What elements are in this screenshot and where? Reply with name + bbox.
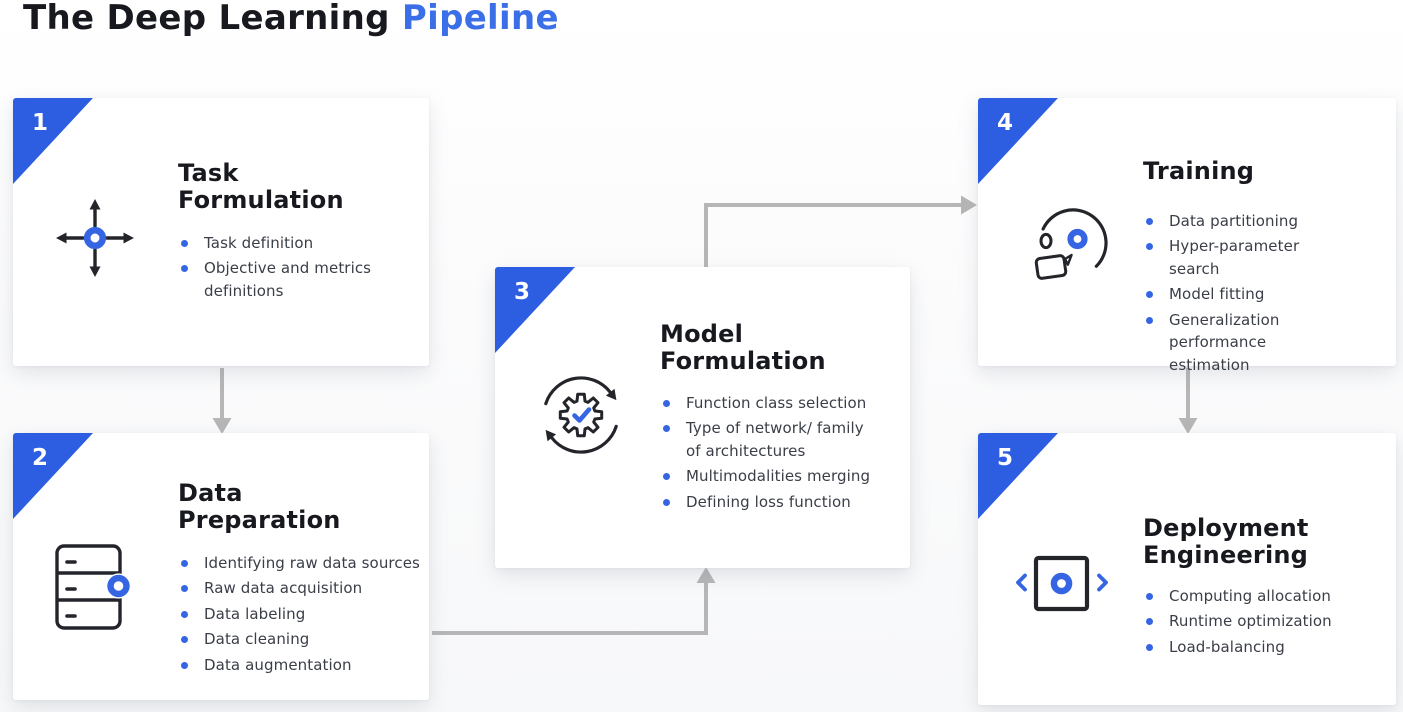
bullet-item: Data partitioning — [1143, 210, 1348, 233]
step-number-badge: 4 — [978, 98, 1058, 184]
arrow-step1-to-step2 — [212, 368, 232, 434]
arrow-step4-to-step5 — [1178, 368, 1198, 434]
step-number: 3 — [514, 279, 531, 305]
bullet-item: Task definition — [178, 232, 373, 255]
arrow-step2-to-step3 — [432, 567, 716, 635]
step-number: 2 — [32, 445, 49, 471]
card-model-formulation: 3 Model Formulation Function class selec… — [495, 267, 910, 568]
card-title: Data Preparation — [178, 479, 341, 534]
bullet-item: Runtime optimization — [1143, 610, 1368, 633]
code-deploy-icon — [1016, 555, 1108, 612]
bullet-item: Raw data acquisition — [178, 577, 433, 600]
card-data-preparation: 2 Data Preparation Identifying raw data … — [13, 433, 429, 700]
step-number: 4 — [997, 110, 1014, 136]
bullet-item: Data augmentation — [178, 654, 433, 677]
bullet-item: Identifying raw data sources — [178, 552, 433, 575]
step-number: 1 — [32, 110, 49, 136]
bullet-item: Model fitting — [1143, 283, 1348, 306]
bullet-item: Hyper-parameter search — [1143, 235, 1348, 280]
person-training-icon — [1034, 208, 1108, 280]
step-number: 5 — [997, 445, 1014, 471]
bullet-item: Type of network/ family of architectures — [660, 417, 875, 462]
card-content: Data Preparation Identifying raw data so… — [178, 480, 433, 679]
bullet-item: Multimodalities merging — [660, 465, 875, 488]
bullet-item: Data labeling — [178, 603, 433, 626]
move-axes-icon — [56, 199, 134, 277]
database-server-icon — [55, 544, 132, 630]
step-number-badge: 3 — [495, 267, 575, 353]
card-content: Model Formulation Function class selecti… — [660, 321, 875, 516]
card-title: Model Formulation — [660, 320, 826, 375]
bullet-item: Defining loss function — [660, 491, 875, 514]
page-title-highlight: Pipeline — [401, 0, 559, 38]
step-number-badge: 5 — [978, 433, 1058, 519]
card-deployment-engineering: 5 Deployment Engineering Computing alloc… — [978, 433, 1396, 705]
step-number-badge: 2 — [13, 433, 93, 519]
card-title: Task Formulation — [178, 159, 344, 214]
page-title-prefix: The Deep Learning — [23, 0, 402, 38]
gear-refresh-icon — [544, 376, 618, 454]
card-content: Deployment Engineering Computing allocat… — [1143, 515, 1368, 661]
bullet-item: Function class selection — [660, 392, 875, 415]
card-title: Training — [1143, 157, 1255, 185]
step-number-badge: 1 — [13, 98, 93, 184]
bullet-item: Load-balancing — [1143, 636, 1368, 659]
bullet-item: Generalization performance estimation — [1143, 309, 1348, 377]
page-title: The Deep Learning Pipeline — [23, 0, 559, 38]
bullet-item: Computing allocation — [1143, 585, 1368, 608]
arrow-step3-to-step4 — [704, 195, 977, 267]
card-title: Deployment Engineering — [1143, 514, 1309, 569]
bullet-item: Data cleaning — [178, 628, 433, 651]
bullet-item: Objective and metrics definitions — [178, 257, 373, 302]
